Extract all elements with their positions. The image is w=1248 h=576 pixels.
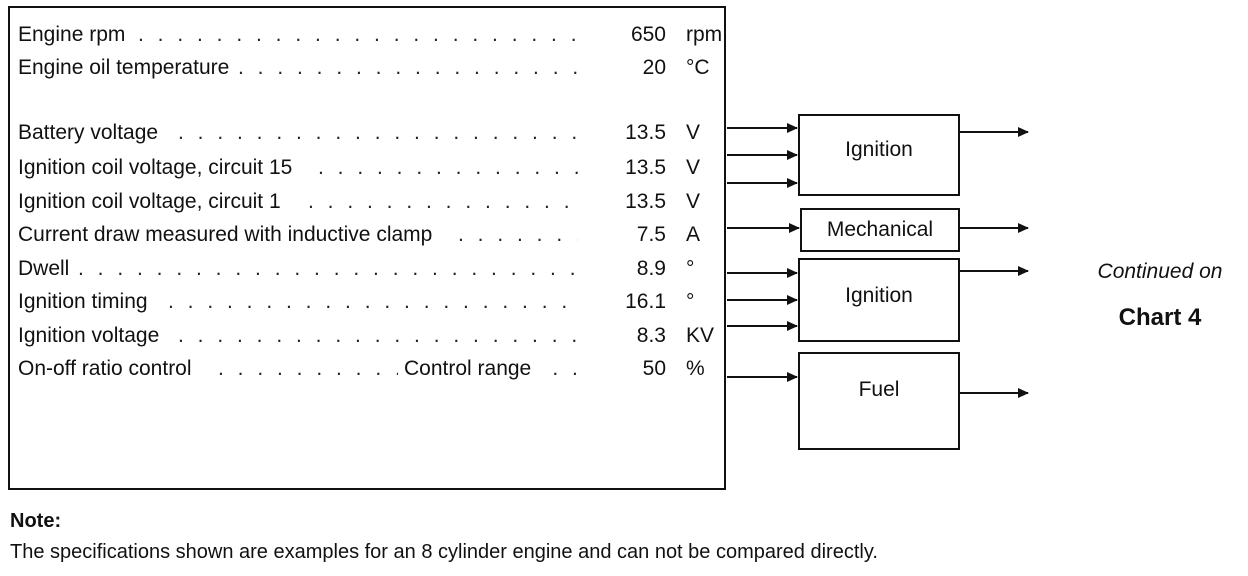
reading-label: Battery voltage [18,118,165,148]
box-label: Ignition [845,138,913,161]
reading-unit: V [686,156,701,179]
leader-dots: . . . . . . . . . . . . . . . . . . . . … [238,56,578,79]
reading-value: 20 [578,53,666,83]
reading-ignition-voltage: . . . . . . . . . . . . . . . . . . . . … [18,321,718,351]
leader-dots: . . . . . . . . . . . . . . . . . . . . [458,223,578,246]
reading-value: 8.3 [578,321,666,351]
reading-value: 50 [578,354,666,384]
reading-sublabel: Control range [398,354,538,384]
mechanical-box: Mechanical [800,208,960,252]
reading-unit: KV [686,324,715,347]
reading-label: Ignition coil voltage, circuit 15 [18,153,299,183]
ignition-box-1: Ignition [798,114,960,196]
leader-dots: . . . . . . . . . . . . . . . . . . . . … [318,156,578,179]
leader-dots: . . . . . . . . . . . . . . . . . . . . … [178,324,578,347]
reading-on-off-ratio: . . . . . . . . . . . . . . . . . . . . … [18,354,718,384]
reading-engine-oil-temperature: . . . . . . . . . . . . . . . . . . . . … [18,53,718,83]
continued-on-text: Continued on [1097,260,1223,283]
fuel-box: Fuel [798,352,960,450]
reading-value: 7.5 [578,220,666,250]
note-text: The specifications shown are examples fo… [10,541,878,563]
reading-label: On-off ratio control [18,354,198,384]
reading-label: Dwell [18,254,76,284]
reading-unit: V [686,121,701,144]
reading-dwell: . . . . . . . . . . . . . . . . . . . . … [18,254,718,284]
reading-label: Ignition voltage [18,321,166,351]
reading-unit: ° [686,290,695,313]
reading-battery-voltage: . . . . . . . . . . . . . . . . . . . . … [18,118,718,148]
reading-label: Engine oil temperature [18,53,236,83]
box-label: Ignition [845,284,913,307]
reading-label: Engine rpm [18,20,132,50]
reading-unit: ° [686,257,695,280]
reading-value: 650 [578,20,666,50]
leader-dots: . . . . . . . . . . . . . . . . . . . . … [178,121,578,144]
reading-engine-rpm: . . . . . . . . . . . . . . . . . . . . … [18,20,722,50]
reading-unit: V [686,190,701,213]
reading-label: Ignition coil voltage, circuit 1 [18,187,287,217]
reading-unit: A [686,223,701,246]
note-title: Note: [10,510,62,532]
reading-ignition-timing: . . . . . . . . . . . . . . . . . . . . … [18,287,718,317]
reading-unit: °C [686,56,710,79]
reading-ignition-coil-voltage-15: . . . . . . . . . . . . . . . . . . . . … [18,153,718,183]
ignition-box-2: Ignition [798,258,960,342]
leader-dots: . . . . . . . . . . . . . . . . . . . . … [78,257,578,280]
reading-label: Ignition timing [18,287,154,317]
reading-unit: rpm [686,23,723,46]
readings-panel [8,6,726,490]
reading-label: Current draw measured with inductive cla… [18,220,439,250]
box-label: Mechanical [826,218,934,241]
reading-value: 13.5 [578,153,666,183]
reading-value: 16.1 [578,287,666,317]
leader-dots: . . . . . . . . . . . . . . . . . . . . … [138,23,578,46]
box-label: Fuel [858,378,900,401]
reading-ignition-coil-voltage-1: . . . . . . . . . . . . . . . . . . . . … [18,187,718,217]
leader-dots: . . . . . . . . . . . . . . . . . . . . … [168,290,578,313]
reading-unit: % [686,357,705,380]
reading-value: 8.9 [578,254,666,284]
reading-value: 13.5 [578,118,666,148]
reading-value: 13.5 [578,187,666,217]
leader-dots: . . . . . . . . . . . . . . . . . . . . … [308,190,578,213]
reading-current-draw: . . . . . . . . . . . . . . . . . . . . … [18,220,718,250]
chart-reference: Chart 4 [1118,304,1202,331]
